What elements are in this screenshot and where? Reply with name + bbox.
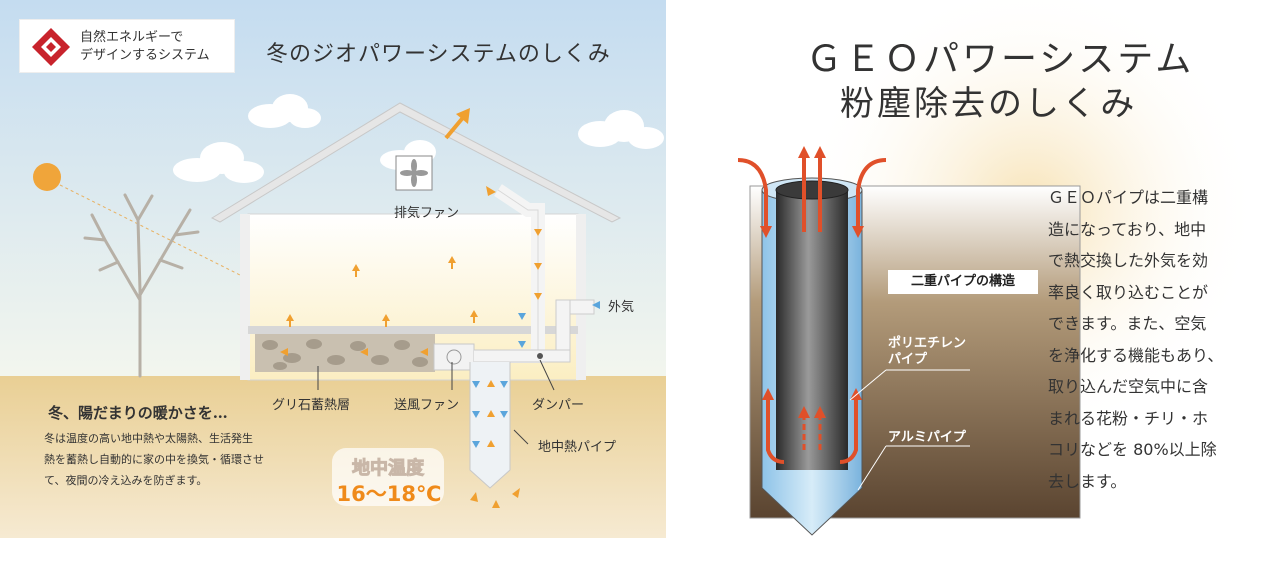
sunlight-ray — [59, 184, 331, 321]
outside-air-label: 外気 — [608, 300, 635, 315]
blower-fan-blades — [446, 349, 462, 365]
logo-line-1: 自然エネルギーで — [80, 30, 184, 45]
g-mark-logo-icon — [32, 28, 70, 66]
cloud-icon — [248, 94, 321, 128]
ground-temp-value: 16〜18℃ — [336, 482, 442, 506]
damper-label: ダンパー — [532, 398, 585, 413]
sun-icon — [33, 163, 61, 191]
desc-line: 取り込んだ空気中に含 — [1048, 377, 1209, 396]
house-wall-right — [576, 214, 586, 380]
poly-label-line-1: ポリエチレン — [888, 336, 967, 351]
blower-fan-label: 送風ファン — [394, 398, 460, 413]
house-floor — [248, 326, 578, 334]
dust-removal-diagram — [737, 0, 1260, 536]
blower-fan-icon — [433, 343, 475, 371]
winter-desc-line: 熱を蓄熱し自動的に家の中を換気・循環させ — [44, 453, 264, 466]
right-description: ＧＥＯパイプは二重構 造になっており、地中 で熱交換した外気を効 率良く取り込む… — [1048, 182, 1238, 497]
winter-desc-line: て、夜間の冷え込みを防ぎます。 — [44, 474, 208, 487]
warm-air-arrows — [280, 186, 542, 508]
winter-description: 冬は温度の高い地中熱や太陽熱、生活発生 熱を蓄熱し自動的に家の中を換気・循環させ… — [44, 428, 334, 491]
double-pipe-structure-label: 二重パイプの構造 — [888, 270, 1038, 294]
winter-heading: 冬、陽だまりの暖かさを… — [48, 404, 228, 422]
desc-line: ＧＥＯパイプは二重構 — [1048, 188, 1209, 207]
desc-line: できます。また、空気 — [1048, 314, 1207, 333]
desc-line: 去します。 — [1048, 471, 1127, 491]
polyethylene-pipe-label: ポリエチレン パイプ — [888, 336, 966, 368]
damper-point — [537, 353, 543, 359]
tree-icon — [83, 193, 200, 378]
poly-label-line-2: パイプ — [888, 352, 928, 367]
right-title-line-2: 粉塵除去のしくみ — [840, 84, 1138, 124]
cloud-icon — [578, 110, 664, 149]
geo-pipe-label: 地中熱パイプ — [538, 440, 617, 455]
airflow-arrows — [737, 156, 887, 464]
desc-line: 率良く取り込むことが — [1048, 282, 1209, 302]
desc-line: まれる花粉・チリ・ホ — [1048, 408, 1209, 428]
winter-desc-line: 冬は温度の高い地中熱や太陽熱、生活発生 — [44, 432, 253, 445]
connector-duct — [474, 349, 571, 363]
right-title-line-1: ＧＥＯパワーシステム — [806, 39, 1195, 80]
intake-duct — [555, 299, 571, 357]
exhaust-fan-label: 排気ファン — [394, 206, 460, 221]
left-panel: 自然エネルギーで デザインするシステム 冬のジオパワーシステムのしくみ 排気ファ… — [0, 0, 666, 538]
geo-pipe-u — [469, 362, 511, 489]
logo-line-2: デザインするシステム — [80, 48, 210, 63]
house-roof — [210, 102, 622, 223]
inner-pipe-rim — [775, 180, 849, 200]
label-leaders — [317, 359, 555, 445]
fan-blades-icon — [400, 159, 428, 187]
right-label-leaders — [849, 369, 970, 491]
aluminum-pipe-label: アルミパイプ — [888, 430, 966, 445]
ground-temp-box — [332, 448, 444, 506]
ground-temp-label: 地中温度 — [352, 458, 425, 480]
cool-air-arrows — [472, 301, 600, 448]
logo-text: 自然エネルギーで デザインするシステム — [80, 29, 210, 65]
airflow-dashed-arrows — [802, 200, 822, 450]
desc-line: で熱交換した外気を効 — [1048, 251, 1209, 270]
desc-line: コリなどを 80%以上除 — [1048, 440, 1217, 459]
desc-line: 造になっており、地中 — [1048, 219, 1207, 239]
gravel-storage-label: グリ石蓄熱層 — [272, 398, 351, 413]
polyethylene-pipe — [776, 190, 848, 470]
exhaust-arrowhead — [456, 108, 470, 124]
left-title: 冬のジオパワーシステムのしくみ — [266, 42, 611, 67]
cloud-icon — [173, 142, 264, 183]
house-wall-left — [240, 214, 250, 380]
desc-line: を浄化する機能もあり、 — [1048, 345, 1224, 365]
